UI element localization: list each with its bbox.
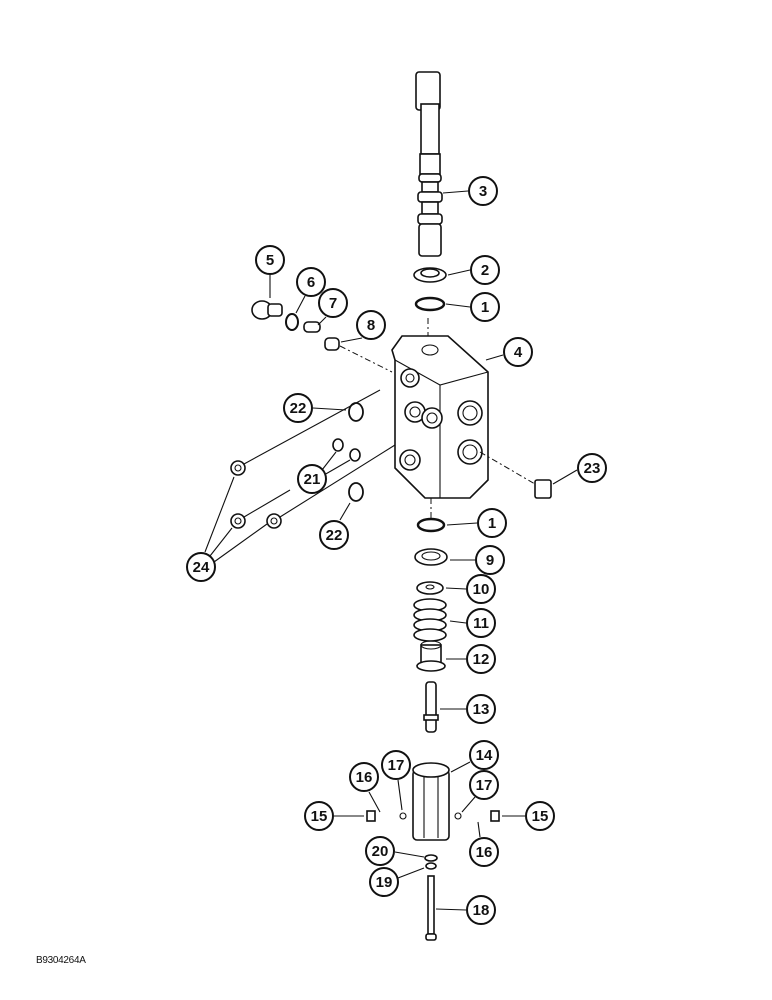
callout-16-right: 16 <box>469 837 499 867</box>
callout-24: 24 <box>186 552 216 582</box>
spool-part <box>415 71 443 257</box>
callout-20: 20 <box>365 836 395 866</box>
plug-assembly-parts <box>251 300 393 373</box>
callout-1-bottom: 1 <box>477 508 507 538</box>
valve-body-part <box>391 335 489 499</box>
callout-15-left: 15 <box>304 801 334 831</box>
callout-1-top: 1 <box>470 292 500 322</box>
callout-15-right: 15 <box>525 801 555 831</box>
callout-8: 8 <box>356 310 386 340</box>
callout-5: 5 <box>255 245 285 275</box>
callout-10: 10 <box>466 574 496 604</box>
callout-21: 21 <box>297 464 327 494</box>
callout-18: 18 <box>466 895 496 925</box>
callout-16-left: 16 <box>349 762 379 792</box>
callout-4: 4 <box>503 337 533 367</box>
figure-id: B9304264A <box>36 955 86 966</box>
callout-22-top: 22 <box>283 393 313 423</box>
callout-12: 12 <box>466 644 496 674</box>
callout-9: 9 <box>475 545 505 575</box>
callout-23: 23 <box>577 453 607 483</box>
callout-14: 14 <box>469 740 499 770</box>
callout-17-left: 17 <box>381 750 411 780</box>
callout-7: 7 <box>318 288 348 318</box>
callout-2: 2 <box>470 255 500 285</box>
callout-19: 19 <box>369 867 399 897</box>
callout-22-bottom: 22 <box>319 520 349 550</box>
callout-17-right: 17 <box>469 770 499 800</box>
spring-part <box>413 598 447 642</box>
callout-11: 11 <box>466 608 496 638</box>
callout-13: 13 <box>466 694 496 724</box>
callout-3: 3 <box>468 176 498 206</box>
leader-lines <box>204 190 578 911</box>
